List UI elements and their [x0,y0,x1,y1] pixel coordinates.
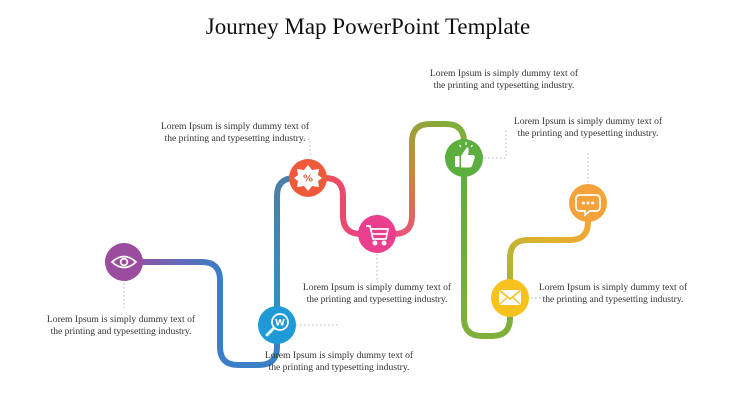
path-segment-5 [461,155,513,339]
eye-icon [110,255,138,269]
step-text-percent: Lorem Ipsum is simply dummy text of the … [160,121,310,144]
chat-bubble-icon [575,194,601,217]
shopping-cart-icon [366,225,389,246]
step-text-eye: Lorem Ipsum is simply dummy text of the … [46,314,196,337]
step-text-mail: Lorem Ipsum is simply dummy text of the … [538,282,688,305]
web-search-icon: W [265,313,289,337]
step-text-chat: Lorem Ipsum is simply dummy text of the … [513,116,663,139]
envelope-icon [498,289,522,305]
svg-text:W: W [275,319,285,329]
step-text-cart: Lorem Ipsum is simply dummy text of the … [302,282,452,305]
path-segment-4 [374,121,467,237]
path-segment-6 [507,199,591,301]
step-text-search: Lorem Ipsum is simply dummy text of the … [264,350,414,373]
thumbs-up-icon [455,142,475,168]
svg-text:%: % [303,174,313,185]
path-segment-1 [121,259,280,368]
page-title: Journey Map PowerPoint Template [205,14,531,39]
node-eye [105,243,143,281]
path-segment-3 [305,175,380,237]
step-text-thumb: Lorem Ipsum is simply dummy text of the … [429,68,579,91]
percent-badge-icon: % [294,165,322,191]
leader-line-thumb [484,130,507,159]
